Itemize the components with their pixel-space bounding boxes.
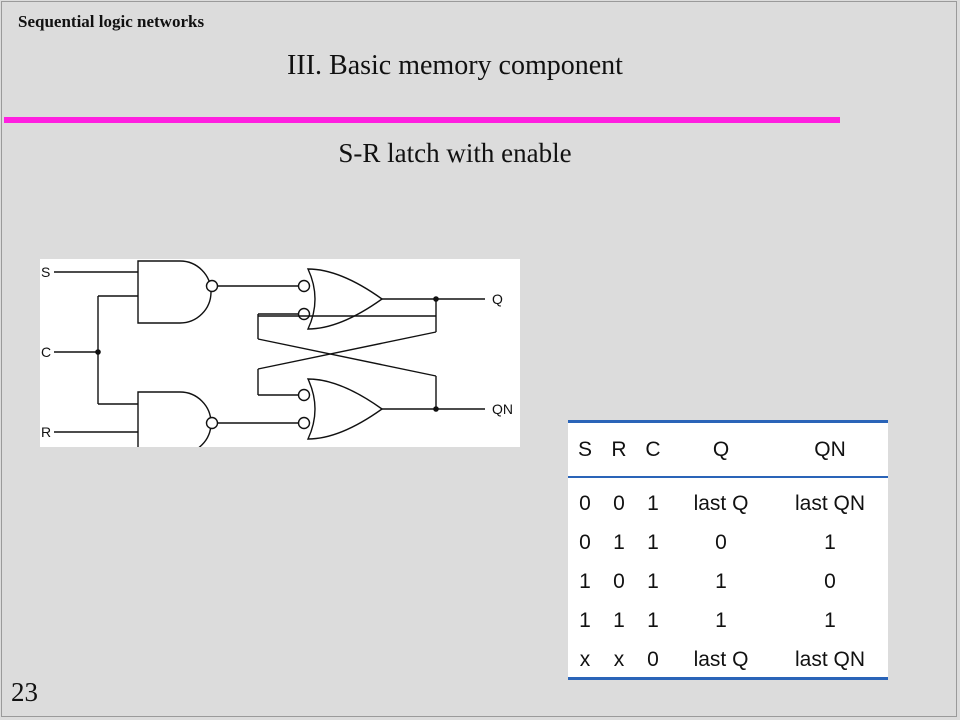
cell: 1	[824, 608, 836, 632]
table-row: 1 0 1 1 0	[568, 562, 888, 601]
cell: x	[579, 647, 591, 671]
cell: 1	[579, 569, 591, 593]
feedback-cross-a	[257, 338, 437, 377]
cell: last Q	[693, 647, 749, 671]
feedback-cross-b	[257, 331, 437, 370]
cell: 0	[715, 530, 727, 554]
or-bottom-bubble-b	[297, 416, 311, 430]
table-row: 0 1 1 0 1	[568, 523, 888, 562]
slide-number: 23	[11, 677, 38, 707]
cell: 1	[613, 608, 625, 632]
header-qn: QN	[772, 423, 888, 478]
label-q: Q	[492, 291, 503, 307]
cell: 1	[647, 491, 659, 515]
cell: 0	[824, 569, 836, 593]
or-gate-bottom	[306, 378, 384, 440]
cell: 1	[579, 608, 591, 632]
header-q: Q	[670, 423, 772, 478]
nand-gate-bottom	[137, 391, 212, 447]
cell: 1	[647, 569, 659, 593]
truth-table-header-row: S R C Q QN	[568, 423, 888, 478]
label-qn: QN	[492, 401, 513, 417]
cell: last Q	[693, 491, 749, 515]
title-divider	[4, 117, 840, 123]
nand-top-bubble	[205, 279, 219, 293]
junction-qn	[433, 406, 439, 412]
cell: 0	[647, 647, 659, 671]
cell: 1	[824, 530, 836, 554]
sr-latch-circuit-diagram: S C R Q QN	[40, 259, 520, 447]
cell: 1	[647, 608, 659, 632]
table-row: x x 0 last Q last QN	[568, 640, 888, 679]
cell: last QN	[794, 491, 865, 515]
cell: 0	[579, 491, 591, 515]
cell: 1	[715, 608, 727, 632]
cell: 0	[613, 569, 625, 593]
nand-gate-top	[137, 260, 212, 324]
or-top-bubble-b	[297, 307, 311, 321]
table-row: 0 0 1 last Q last QN	[568, 477, 888, 523]
cell: last QN	[794, 647, 865, 671]
label-s: S	[41, 264, 50, 280]
cell: 1	[647, 530, 659, 554]
nand-bottom-bubble	[205, 416, 219, 430]
label-r: R	[41, 424, 51, 440]
slide-title: III. Basic memory component	[287, 50, 623, 81]
or-top-bubble-a	[297, 279, 311, 293]
slide-subtitle: S-R latch with enable	[338, 138, 572, 168]
label-c: C	[41, 344, 51, 360]
or-gate-top	[306, 268, 384, 330]
cell: 1	[715, 569, 727, 593]
cell: 0	[579, 530, 591, 554]
or-bottom-bubble-a	[297, 388, 311, 402]
truth-table: S R C Q QN 0 0 1 last Q last QN 0 1 1 0 …	[568, 420, 888, 680]
cell: 1	[613, 530, 625, 554]
course-title: Sequential logic networks	[18, 12, 205, 31]
table-row: 1 1 1 1 1	[568, 601, 888, 640]
header-r: R	[602, 423, 636, 478]
header-s: S	[568, 423, 602, 478]
header-c: C	[636, 423, 670, 478]
junction-q	[433, 296, 439, 302]
cell: x	[613, 647, 625, 671]
junction-c	[95, 349, 101, 355]
cell: 0	[613, 491, 625, 515]
